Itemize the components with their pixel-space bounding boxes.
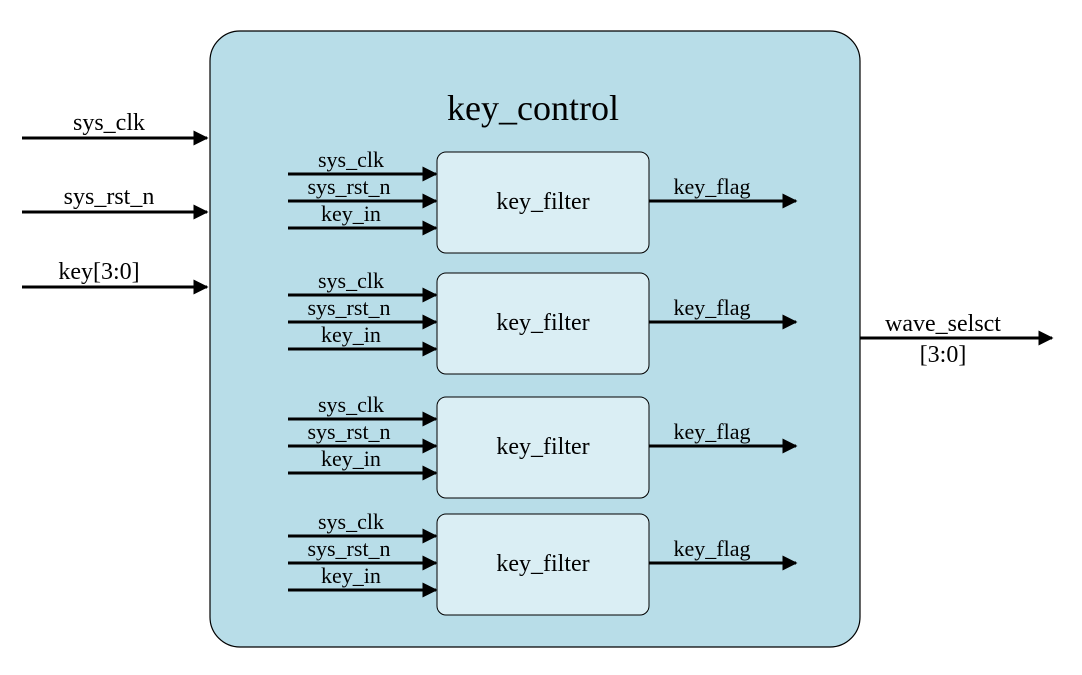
- key-filter-input-sys-rst-n: sys_rst_n: [307, 419, 390, 444]
- key-filter-input-key-in: key_in: [321, 446, 381, 471]
- input-sys-clk: sys_clk: [22, 110, 209, 146]
- key-filter-name: key_filter: [496, 551, 589, 577]
- key-filter-input-key-in: key_in: [321, 563, 381, 588]
- output-wave-selsct: wave_selsct [3:0]: [860, 311, 1054, 368]
- key-filter-input-sys-rst-n: sys_rst_n: [307, 174, 390, 199]
- key-filter-input-sys-clk: sys_clk: [318, 268, 384, 293]
- key-filter-input-sys-rst-n: sys_rst_n: [307, 295, 390, 320]
- key-filter-name: key_filter: [496, 434, 589, 460]
- key-filter-3: key_filter sys_clk sys_rst_n key_in key_…: [288, 509, 798, 616]
- output-width-label: [3:0]: [920, 342, 967, 368]
- key-filter-input-sys-clk: sys_clk: [318, 509, 384, 534]
- key-filter-name: key_filter: [496, 189, 589, 215]
- key-filter-input-sys-clk: sys_clk: [318, 392, 384, 417]
- key-filter-input-sys-clk: sys_clk: [318, 147, 384, 172]
- input-key: key[3:0]: [22, 259, 209, 295]
- key-control-title: key_control: [447, 88, 619, 128]
- key-filter-input-key-in: key_in: [321, 201, 381, 226]
- key-filter-output-key-flag: key_flag: [674, 174, 751, 199]
- key-filter-output-key-flag: key_flag: [674, 536, 751, 561]
- key-filter-1: key_filter sys_clk sys_rst_n key_in key_…: [288, 268, 798, 375]
- input-sys-rst-n-label: sys_rst_n: [64, 184, 155, 210]
- key-filter-0: key_filter sys_clk sys_rst_n key_in key_…: [288, 147, 798, 254]
- key-filter-2: key_filter sys_clk sys_rst_n key_in key_…: [288, 392, 798, 499]
- input-key-label: key[3:0]: [58, 259, 139, 285]
- key-filter-output-key-flag: key_flag: [674, 419, 751, 444]
- output-wave-selsct-label: wave_selsct: [885, 311, 1001, 337]
- key-filter-name: key_filter: [496, 310, 589, 336]
- input-sys-clk-label: sys_clk: [73, 110, 145, 136]
- key-filter-input-key-in: key_in: [321, 322, 381, 347]
- key-filter-input-sys-rst-n: sys_rst_n: [307, 536, 390, 561]
- key-filter-output-key-flag: key_flag: [674, 295, 751, 320]
- input-sys-rst-n: sys_rst_n: [22, 184, 209, 220]
